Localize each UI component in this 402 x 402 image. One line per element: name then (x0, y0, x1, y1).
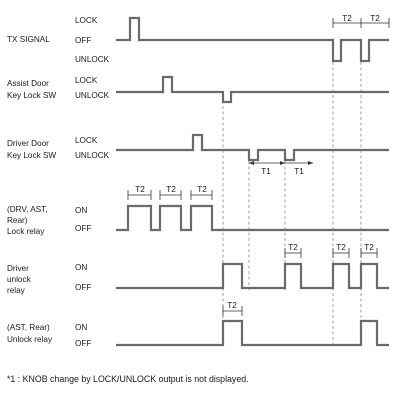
t2-marker: T2 (159, 185, 182, 200)
driver-state-lock: LOCK (75, 136, 98, 145)
signal-names: TX SIGNAL Assist Door Key Lock SW Driver… (7, 35, 56, 344)
unlock-relay-name-line1: (AST, Rear) (7, 323, 50, 332)
t1-marker: T1 (249, 161, 285, 176)
tx-state-off: OFF (75, 36, 91, 45)
lock-relay-waveform (116, 204, 389, 232)
assist-door-name-line2: Key Lock SW (7, 91, 56, 100)
footnote: *1 : KNOB change by LOCK/UNLOCK output i… (7, 374, 249, 384)
driver-unlock-relay-name-line1: Driver (7, 264, 29, 273)
t2-marker: T2 (190, 185, 213, 200)
t2-label: T2 (227, 301, 237, 310)
t2-label: T2 (342, 14, 352, 23)
tx-signal-waveform (116, 16, 389, 63)
t2-label: T2 (336, 243, 346, 252)
unlock-relay-state-on: ON (75, 323, 87, 332)
driver-unlock-relay-name-line2: unlock (7, 275, 32, 284)
driver-door-waveform (116, 133, 389, 162)
t2-marker: T2 (332, 243, 350, 258)
state-labels: LOCK OFF UNLOCK LOCK UNLOCK LOCK UNLOCK … (75, 16, 110, 348)
t2-label: T2 (288, 243, 298, 252)
t2-marker: T2 (360, 243, 378, 258)
t1-label: T1 (294, 167, 304, 176)
tx-state-lock: LOCK (75, 16, 98, 25)
driver-state-unlock: UNLOCK (75, 151, 110, 160)
waveforms (116, 16, 389, 347)
driver-unlock-relay-name-line3: relay (7, 286, 26, 295)
t1-marker: T1 (285, 161, 313, 176)
t2-label: T2 (166, 185, 176, 194)
t2-label: T2 (370, 14, 380, 23)
assist-state-unlock: UNLOCK (75, 91, 110, 100)
assist-door-name-line1: Assist Door (7, 79, 49, 88)
t2-marker: T2 (332, 14, 362, 28)
t2-marker: T2 (127, 185, 152, 200)
lock-relay-name-line2: Rear) (7, 216, 28, 225)
unlock-relay-name-line2: Unlock relay (7, 335, 53, 344)
driver-unlock-state-off: OFF (75, 283, 91, 292)
driver-door-name-line1: Driver Door (7, 139, 49, 148)
driver-unlock-state-on: ON (75, 263, 87, 272)
unlock-relay-waveform (116, 319, 389, 347)
lock-relay-name-line1: (DRV, AST, (7, 205, 48, 214)
driver-door-name-line2: Key Lock SW (7, 151, 56, 160)
t2-marker: T2 (284, 243, 302, 258)
tx-signal-name: TX SIGNAL (7, 35, 50, 44)
t2-label: T2 (135, 185, 145, 194)
lock-relay-name-line3: Lock relay (7, 227, 45, 236)
lock-relay-state-on: ON (75, 206, 87, 215)
t2-label: T2 (364, 243, 374, 252)
lock-relay-state-off: OFF (75, 224, 91, 233)
t2-label: T2 (197, 185, 207, 194)
assist-state-lock: LOCK (75, 76, 98, 85)
t2-marker: T2 (361, 14, 390, 28)
driver-unlock-relay-waveform (116, 262, 389, 290)
timing-markers: T2 T2 T1 T1 T2 T2 (127, 14, 390, 316)
t2-marker: T2 (222, 301, 243, 316)
t1-label: T1 (261, 167, 271, 176)
assist-door-waveform (116, 75, 389, 104)
unlock-relay-state-off: OFF (75, 339, 91, 348)
guide-lines (222, 40, 362, 345)
tx-state-unlock: UNLOCK (75, 55, 110, 64)
